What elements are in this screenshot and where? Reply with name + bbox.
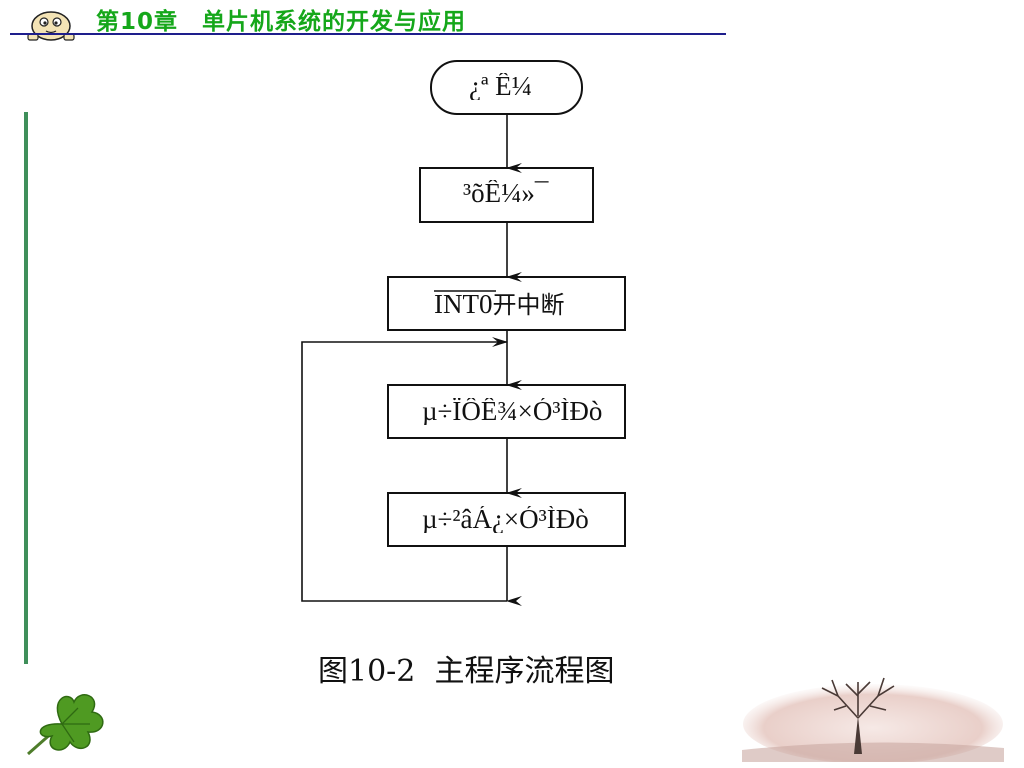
header-divider bbox=[10, 33, 726, 35]
display-label: µ÷ÏÔÊ¾×Ó³ÌÐò bbox=[422, 398, 603, 425]
int0-node bbox=[387, 276, 626, 331]
int0-text: INT0 bbox=[434, 291, 493, 318]
leaf-icon bbox=[27, 694, 104, 756]
int0-suffix: 开中断 bbox=[492, 291, 565, 318]
int0-label: INT0开中断 bbox=[434, 291, 623, 318]
loop-back-line bbox=[301, 337, 508, 602]
measure-label: µ÷²âÁ¿×Ó³ÌÐò bbox=[422, 506, 589, 533]
start-label: ¿ª Ê¼ bbox=[469, 73, 532, 100]
measure-node bbox=[387, 492, 626, 547]
page-title: 第10章 单片机系统的开发与应用 bbox=[96, 9, 467, 35]
init-label: ³õÊ¼»¯ bbox=[463, 180, 549, 207]
left-accent-bar bbox=[24, 112, 28, 664]
tree-icon bbox=[742, 677, 1004, 762]
figure-caption: 图10-2 主程序流程图 bbox=[318, 654, 615, 689]
